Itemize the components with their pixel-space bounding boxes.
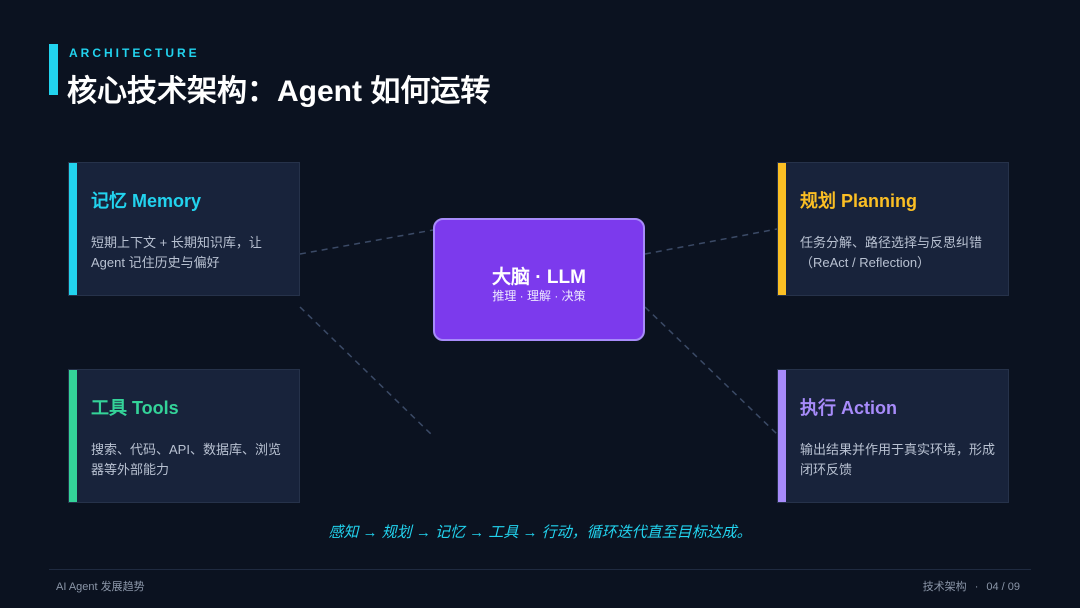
connector-planning-core: [644, 228, 778, 255]
action-stripe: [778, 370, 786, 502]
header-accent-bar: [49, 44, 58, 95]
tools-card: 工具 Tools 搜索、代码、API、数据库、浏览器等外部能力: [68, 369, 300, 503]
action-card: 执行 Action 输出结果并作用于真实环境，形成闭环反馈: [777, 369, 1009, 503]
tools-stripe: [69, 370, 77, 502]
memory-card: 记忆 Memory 短期上下文 + 长期知识库，让 Agent 记住历史与偏好: [68, 162, 300, 296]
slide-title: 核心技术架构：Agent 如何运转: [67, 75, 491, 108]
connector-tools-core: [299, 306, 434, 437]
memory-stripe: [69, 163, 77, 295]
loop-summary: 感知 → 规划 → 记忆 → 工具 → 行动，循环迭代直至目标达成。: [328, 524, 752, 541]
section-kicker: ARCHITECTURE: [69, 46, 200, 60]
footer-page-number: 04 / 09: [986, 581, 1020, 593]
planning-card: 规划 Planning 任务分解、路径选择与反思纠错（ReAct / Refle…: [777, 162, 1009, 296]
footer-pagination: 技术架构 · 04 / 09: [923, 578, 1020, 594]
footer-separator: ·: [974, 581, 979, 593]
memory-title: 记忆 Memory: [91, 191, 202, 211]
planning-stripe: [778, 163, 786, 295]
footer-divider: [49, 569, 1031, 570]
action-title: 执行 Action: [800, 398, 897, 418]
planning-description: 任务分解、路径选择与反思纠错（ReAct / Reflection）: [800, 235, 983, 270]
action-description: 输出结果并作用于真实环境，形成闭环反馈: [800, 442, 996, 477]
connector-memory-core: [299, 229, 434, 255]
tools-description: 搜索、代码、API、数据库、浏览器等外部能力: [91, 442, 281, 477]
tools-title: 工具 Tools: [91, 398, 179, 418]
planning-title: 规划 Planning: [800, 191, 917, 211]
footer-section-name: 技术架构: [922, 581, 967, 593]
llm-core-title: 大脑 · LLM: [492, 267, 586, 288]
memory-description: 短期上下文 + 长期知识库，让 Agent 记住历史与偏好: [91, 235, 262, 270]
footer-deck-title: AI Agent 发展趋势: [56, 581, 145, 593]
llm-core-subtitle: 推理 · 理解 · 决策: [492, 289, 586, 303]
connector-action-core: [644, 306, 778, 435]
llm-core-node: 大脑 · LLM 推理 · 理解 · 决策: [433, 218, 645, 341]
